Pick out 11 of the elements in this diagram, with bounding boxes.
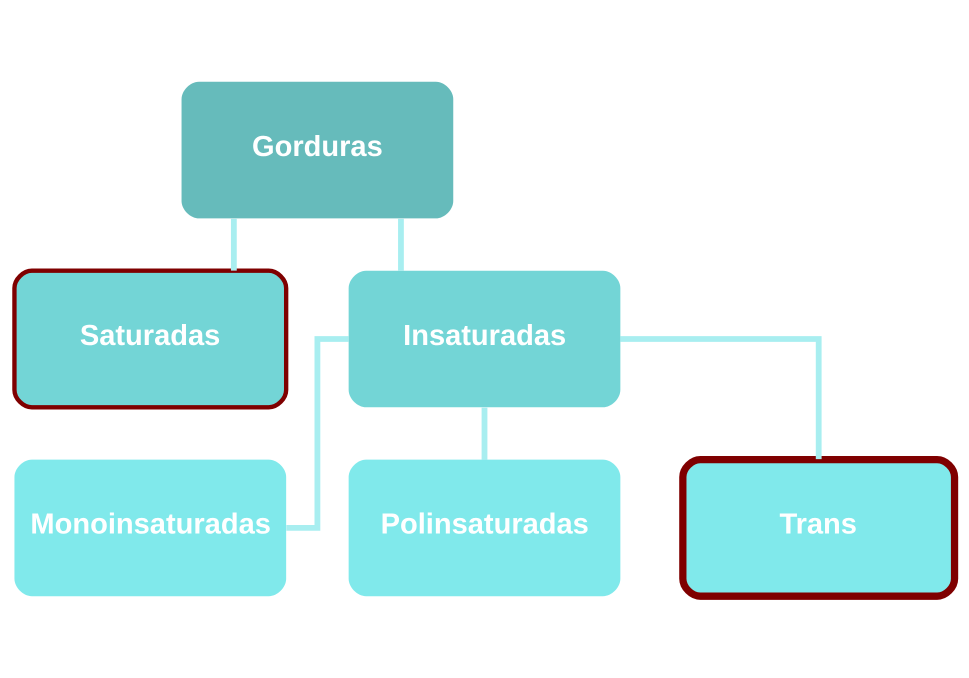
- connector: [230, 218, 237, 271]
- connector: [398, 218, 404, 271]
- node-box: Gorduras: [182, 82, 454, 218]
- node-box: Saturadas: [12, 268, 288, 410]
- connector: [620, 336, 822, 460]
- connector: [482, 408, 488, 460]
- node-box: Monoinsaturadas: [14, 460, 286, 596]
- node-box: Insaturadas: [348, 270, 620, 408]
- node-box: Polinsaturadas: [348, 460, 620, 596]
- node-box: Trans: [679, 456, 958, 600]
- connector: [286, 336, 348, 531]
